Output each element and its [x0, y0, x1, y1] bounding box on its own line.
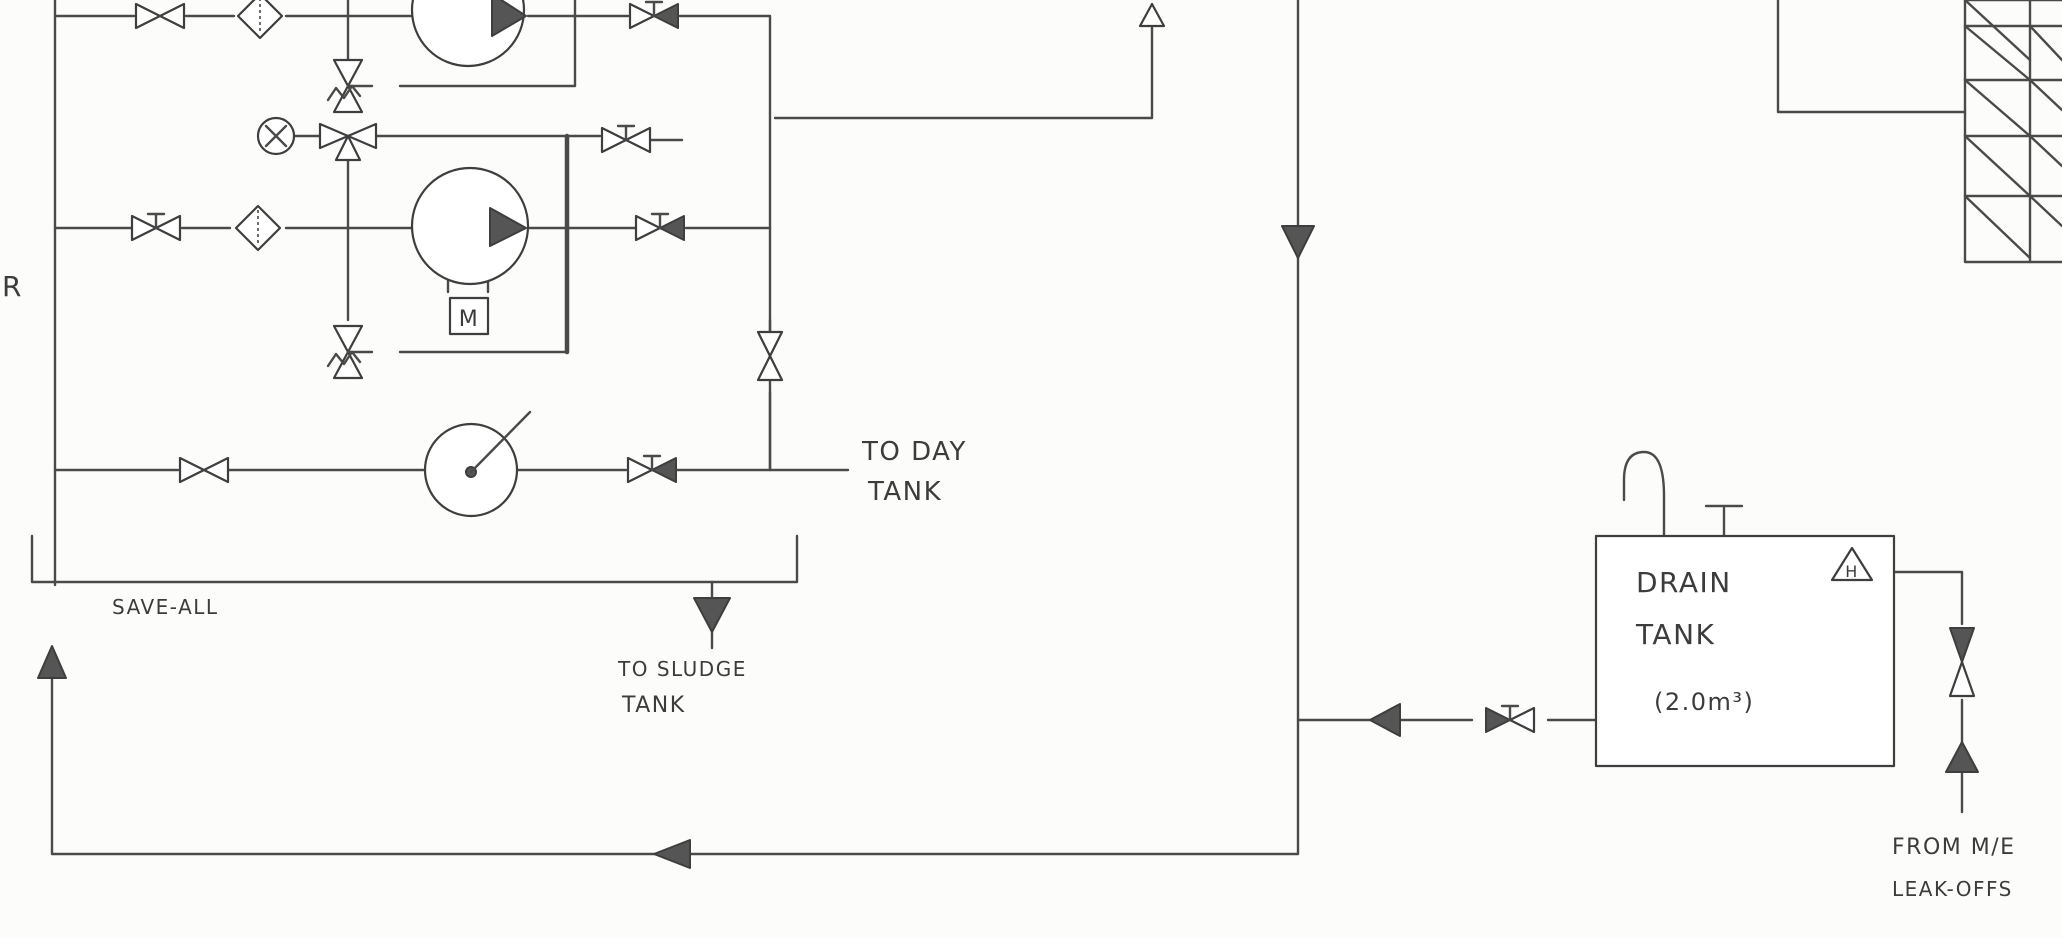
- pipework: [30, 0, 1967, 856]
- strainer-icon: [234, 204, 282, 252]
- relief-valve-icon: [326, 324, 374, 380]
- screw-down-non-return-valve-icon: [628, 0, 680, 30]
- partial-left-label: R: [2, 270, 23, 303]
- motor-label: M: [459, 307, 479, 332]
- hatched-tank: [1963, 0, 2062, 264]
- screw-down-valve-icon: [130, 212, 182, 242]
- save-all-tray: [30, 534, 799, 584]
- gate-valve-icon: [134, 2, 186, 30]
- pump-top: [410, 0, 527, 68]
- drain-tank-capacity: (2.0m³): [1654, 688, 1754, 716]
- return-pipe: [50, 0, 1300, 856]
- leak-offs-label-1: FROM M/E: [1892, 835, 2016, 860]
- screw-down-non-return-valve-icon: [634, 212, 686, 242]
- relief-valve-icon: [326, 58, 374, 114]
- flow-arrow-icon: [37, 645, 67, 679]
- drain-tank-label-1: DRAIN: [1636, 566, 1732, 599]
- sludge-tank-label-2: TANK: [621, 693, 686, 718]
- save-all-label: SAVE-ALL: [112, 595, 219, 619]
- screw-down-non-return-valve-icon: [1485, 704, 1536, 734]
- strainer-icon: [236, 0, 284, 40]
- screw-down-non-return-valve-icon: [626, 454, 678, 484]
- flow-arrow-icon: [1138, 2, 1166, 28]
- drain-tank: H DRAIN TANK (2.0m³): [1594, 534, 1896, 768]
- flow-meter-icon: [423, 410, 532, 518]
- motor-box: M: [448, 296, 490, 336]
- three-way-valve-icon: [318, 122, 378, 162]
- day-tank-label-2: TANK: [867, 477, 942, 507]
- gate-valve-icon: [756, 330, 784, 382]
- gate-valve-icon: [178, 456, 230, 484]
- flow-arrow-icon: [1945, 741, 1979, 773]
- high-level-alarm-icon: [1830, 546, 1874, 582]
- gate-valve-icon: [1948, 627, 1976, 698]
- sludge-tank-label-1: TO SLUDGE: [617, 657, 747, 681]
- flow-arrow-icon: [1369, 703, 1401, 737]
- screw-down-valve-icon: [600, 124, 652, 154]
- alarm-label: H: [1845, 562, 1859, 581]
- flow-arrow-icon: [693, 597, 731, 633]
- flow-arrow-icon: [1281, 225, 1315, 259]
- flow-arrow-icon: [653, 839, 691, 869]
- day-tank-label-1: TO DAY: [861, 437, 967, 467]
- leak-offs-label-2: LEAK-OFFS: [1892, 877, 2013, 901]
- drain-tank-label-2: TANK: [1635, 618, 1715, 651]
- gauge-icon: [256, 116, 296, 156]
- pump-icon: [410, 166, 530, 286]
